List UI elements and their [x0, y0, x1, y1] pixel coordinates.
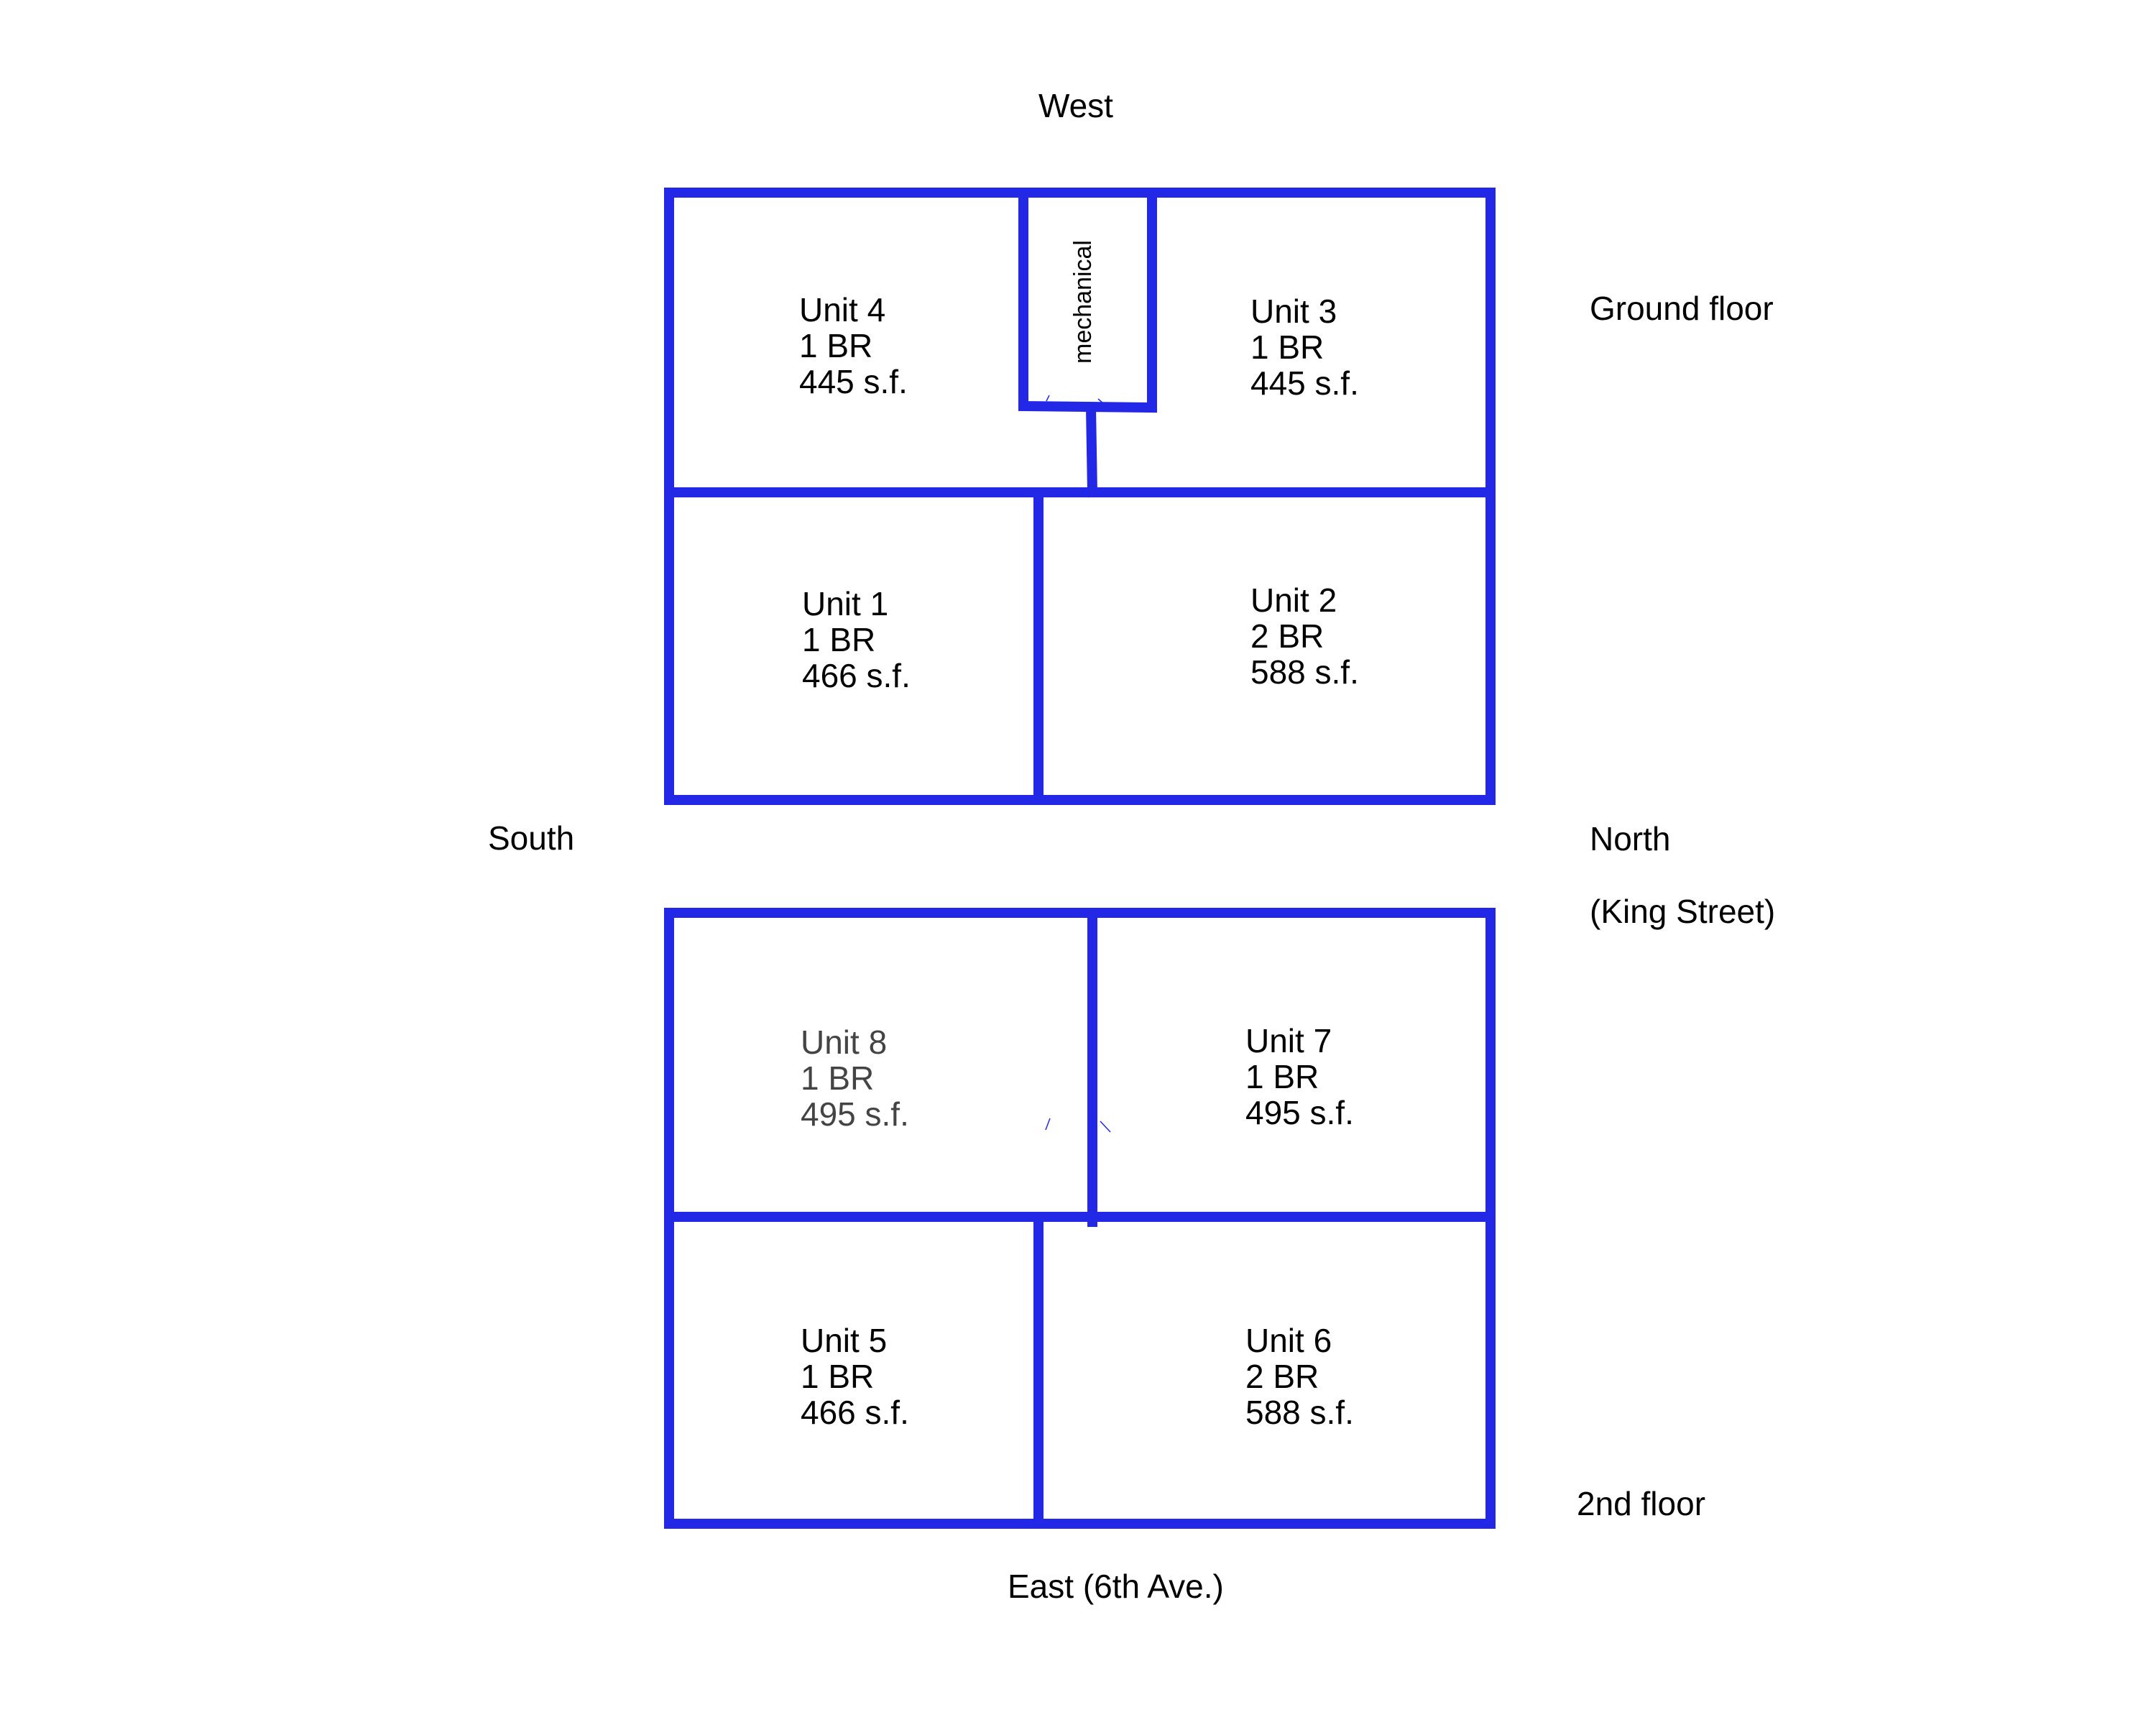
unit-area: 466 s.f.: [801, 1394, 909, 1431]
unit-7-label: Unit 7 1 BR 495 s.f.: [1245, 1023, 1354, 1131]
south-label: South: [488, 819, 575, 857]
east-label: East (6th Ave.): [1008, 1568, 1224, 1605]
mechanical-room-walls: [1018, 188, 1157, 413]
unit-1-label: Unit 1 1 BR 466 s.f.: [802, 586, 911, 694]
west-label: West: [1038, 87, 1113, 124]
unit-name: Unit 2: [1250, 581, 1337, 619]
second-floor-label: 2nd floor: [1577, 1485, 1706, 1522]
unit-bedrooms: 1 BR: [1250, 328, 1325, 366]
ground-floor-label: Ground floor: [1590, 290, 1774, 327]
unit-5-label: Unit 5 1 BR 466 s.f.: [801, 1322, 909, 1430]
unit-area: 466 s.f.: [802, 657, 911, 694]
mechanical-label: mechanical: [1069, 240, 1097, 364]
unit-area: 495 s.f.: [1245, 1094, 1354, 1131]
unit-8-label: Unit 8 1 BR 495 s.f.: [801, 1024, 909, 1132]
unit-4-label: Unit 4 1 BR 445 s.f.: [799, 292, 908, 400]
unit-bedrooms: 1 BR: [799, 327, 873, 364]
second-floor-walls: [664, 908, 1496, 1529]
unit4-unit3-divider: [1085, 402, 1098, 498]
unit-name: Unit 6: [1245, 1322, 1332, 1359]
north-street-label: (King Street): [1590, 893, 1776, 930]
unit-area: 588 s.f.: [1245, 1394, 1354, 1431]
unit-area: 495 s.f.: [801, 1095, 909, 1133]
unit8-door-swing: [1045, 1118, 1111, 1133]
unit-area: 445 s.f.: [799, 363, 908, 400]
unit-bedrooms: 1 BR: [1245, 1058, 1319, 1095]
unit-area: 588 s.f.: [1250, 653, 1359, 691]
unit-6-label: Unit 6 2 BR 588 s.f.: [1245, 1322, 1354, 1430]
mechanical-door-swing: [1046, 395, 1105, 405]
ground-floor-walls: [664, 188, 1496, 805]
unit-bedrooms: 2 BR: [1245, 1358, 1319, 1395]
unit-2-label: Unit 2 2 BR 588 s.f.: [1250, 582, 1359, 690]
unit-name: Unit 7: [1245, 1022, 1332, 1059]
unit-area: 445 s.f.: [1250, 364, 1359, 402]
unit-bedrooms: 1 BR: [801, 1358, 875, 1395]
unit-3-label: Unit 3 1 BR 445 s.f.: [1250, 293, 1359, 401]
unit-name: Unit 8: [801, 1024, 888, 1061]
unit-bedrooms: 1 BR: [802, 621, 876, 658]
unit-name: Unit 5: [801, 1322, 888, 1359]
unit-bedrooms: 1 BR: [801, 1059, 875, 1097]
unit-name: Unit 3: [1250, 293, 1337, 330]
north-label: North: [1590, 820, 1671, 857]
unit-bedrooms: 2 BR: [1250, 617, 1325, 655]
unit-name: Unit 4: [799, 291, 886, 328]
unit-name: Unit 1: [802, 585, 889, 622]
